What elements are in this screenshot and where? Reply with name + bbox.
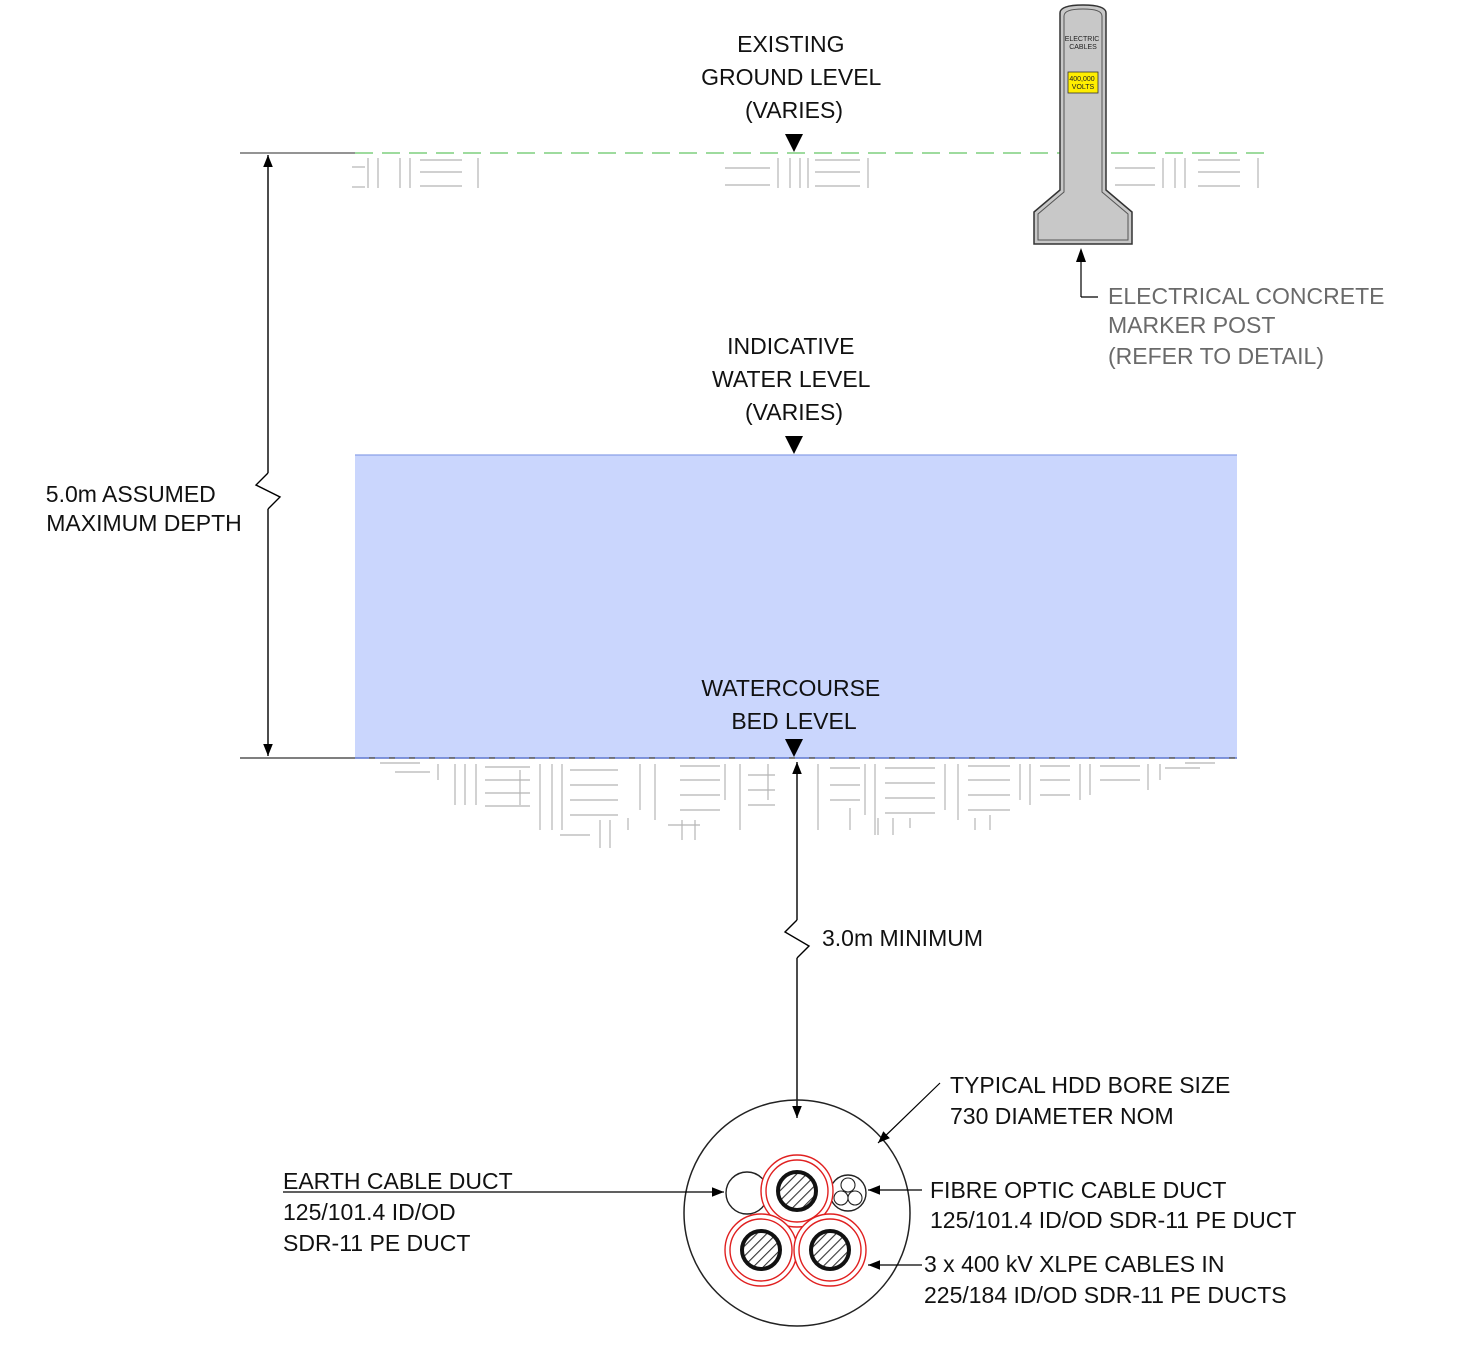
ground-hatching-middle <box>725 158 869 188</box>
bore-leader <box>877 1082 941 1144</box>
ground-hatching-left <box>352 158 479 188</box>
water-body <box>355 455 1237 758</box>
marker-post-label: ELECTRICAL CONCRETE MARKER POST (REFER T… <box>1108 283 1391 369</box>
power-cable-duct-left <box>724 1213 798 1287</box>
bed-level-label: WATERCOURSE BED LEVEL <box>701 675 886 734</box>
power-cables-label: 3 x 400 kV XLPE CABLES IN 225/184 ID/OD … <box>924 1251 1287 1308</box>
concrete-marker-post: ELECTRIC CABLES 400,000 VOLTS <box>1033 4 1133 245</box>
bore-label: TYPICAL HDD BORE SIZE 730 DIAMETER NOM <box>950 1072 1237 1129</box>
ground-hatching-right <box>1115 158 1259 188</box>
fibre-duct-label: FIBRE OPTIC CABLE DUCT 125/101.4 ID/OD S… <box>930 1177 1296 1233</box>
ground-level-label: EXISTING GROUND LEVEL (VARIES) <box>701 31 887 123</box>
bed-hatching <box>380 762 1215 848</box>
voltage-plate <box>1067 71 1099 94</box>
ground-level-marker-icon <box>785 134 803 152</box>
earth-duct-label: EARTH CABLE DUCT 125/101.4 ID/OD SDR-11 … <box>283 1168 519 1256</box>
water-level-label: INDICATIVE WATER LEVEL (VARIES) <box>712 333 876 425</box>
power-cable-duct-right <box>793 1213 867 1287</box>
water-level-marker-icon <box>785 436 803 454</box>
voltage-plate-text: 400,000 VOLTS <box>1069 76 1096 91</box>
marker-post-header: ELECTRIC CABLES <box>1065 36 1102 51</box>
fibre-optic-duct <box>829 1174 867 1212</box>
min-cover-label: 3.0m MINIMUM <box>822 925 983 951</box>
max-depth-label: 5.0m ASSUMED MAXIMUM DEPTH <box>46 481 242 536</box>
marker-post-leader <box>1076 248 1098 298</box>
hdd-bore-circle <box>683 1099 911 1327</box>
max-depth-dimension <box>254 155 282 756</box>
min-cover-dimension <box>783 762 811 1118</box>
bed-level-marker-icon <box>785 739 803 757</box>
power-cable-duct-top <box>760 1154 834 1228</box>
